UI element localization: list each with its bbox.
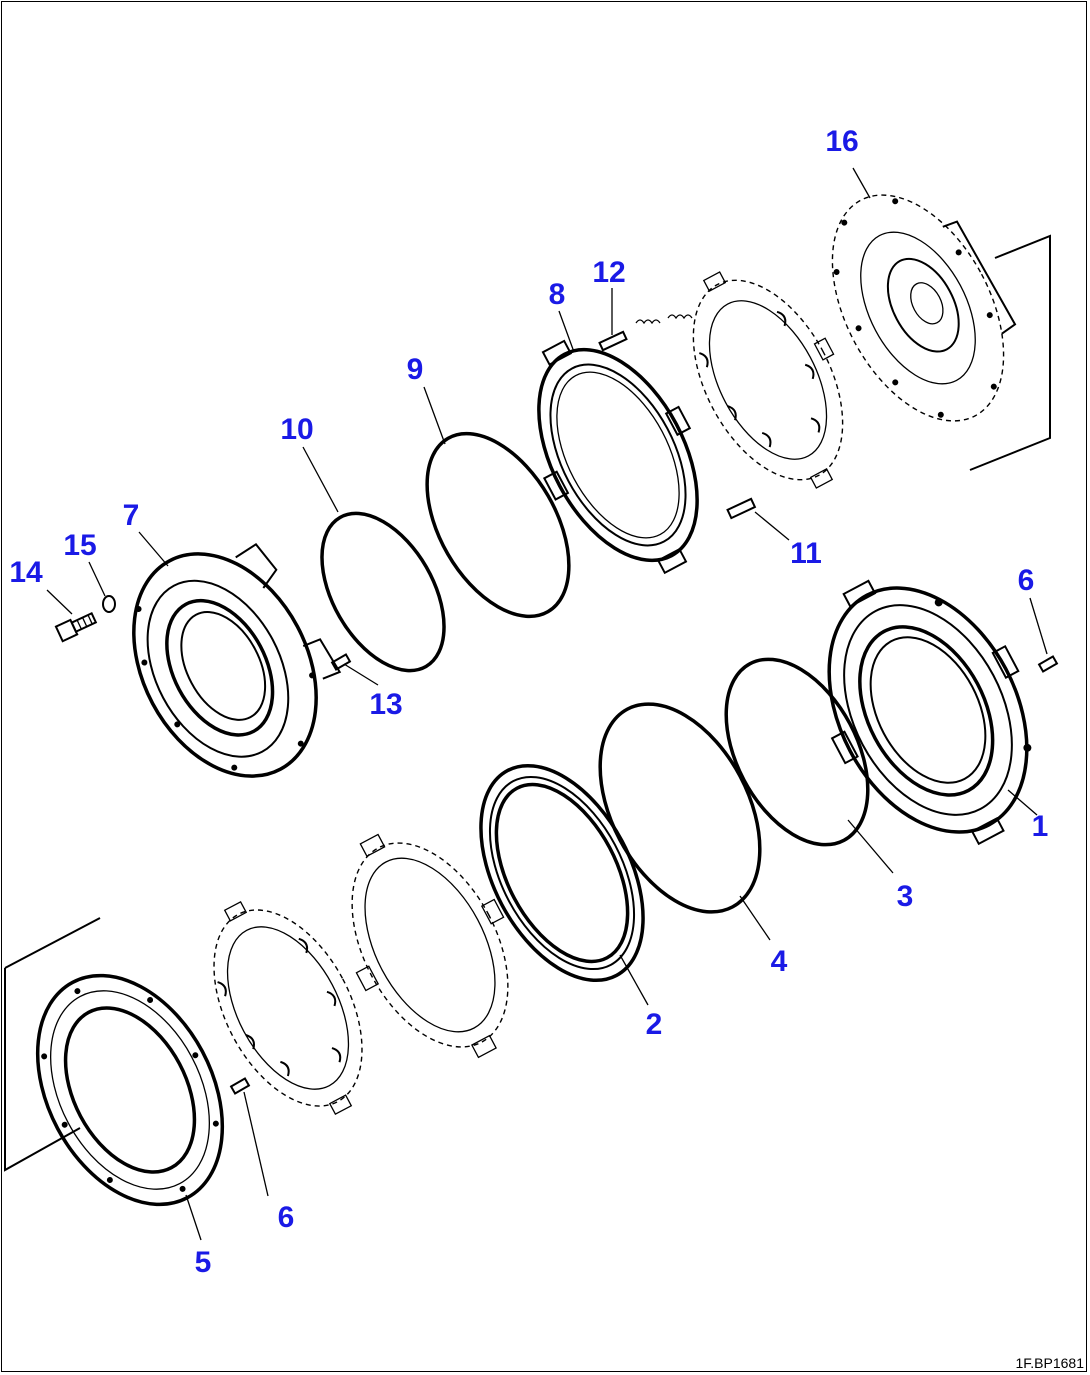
part-11-pin — [726, 497, 757, 520]
shaft-axis-lines — [4, 234, 1051, 1172]
part-16-hub-plate — [831, 194, 1017, 422]
callout-2: 2 — [646, 1008, 663, 1041]
callout-13: 13 — [369, 688, 402, 721]
callout-8: 8 — [549, 278, 566, 311]
callout-16: 16 — [825, 125, 858, 158]
part-9-o-ring — [425, 431, 571, 619]
leader-lines — [46, 167, 1048, 1241]
part-13-pin — [330, 653, 352, 671]
part-7-housing — [132, 543, 342, 778]
part-10-o-ring — [320, 511, 446, 673]
callout-1: 1 — [1032, 810, 1049, 843]
callout-9: 9 — [407, 353, 424, 386]
callout-7: 7 — [123, 499, 140, 532]
callout-labels: 1 2 3 4 5 6 6 7 8 9 10 11 12 13 14 15 16 — [9, 125, 1048, 1279]
part-5-end-plate — [35, 973, 225, 1207]
part-15-washer — [102, 595, 116, 613]
callout-14: 14 — [9, 556, 43, 589]
lower-friction-disc — [213, 900, 363, 1116]
part-8-retainer — [537, 339, 699, 575]
upper-clutch-plate — [692, 271, 844, 489]
callout-6-upper: 6 — [1018, 564, 1035, 597]
callout-11: 11 — [790, 537, 822, 570]
part-12-springs — [598, 314, 693, 352]
callout-6-lower: 6 — [278, 1201, 295, 1234]
drawing-reference-code: 1F.BP1681 — [1016, 1355, 1085, 1371]
part-1-piston-housing — [827, 579, 1032, 846]
callout-4: 4 — [771, 945, 788, 978]
part-6-pin-upper — [1037, 655, 1059, 673]
part-14-bolt — [54, 611, 98, 643]
callout-12: 12 — [592, 256, 625, 289]
part-2-piston — [479, 763, 645, 983]
callout-15: 15 — [63, 529, 96, 562]
callout-10: 10 — [280, 413, 313, 446]
callout-3: 3 — [897, 880, 914, 913]
callout-5: 5 — [195, 1246, 212, 1279]
lower-separator-plate — [351, 833, 509, 1059]
part-6-pin-lower — [229, 1077, 251, 1095]
